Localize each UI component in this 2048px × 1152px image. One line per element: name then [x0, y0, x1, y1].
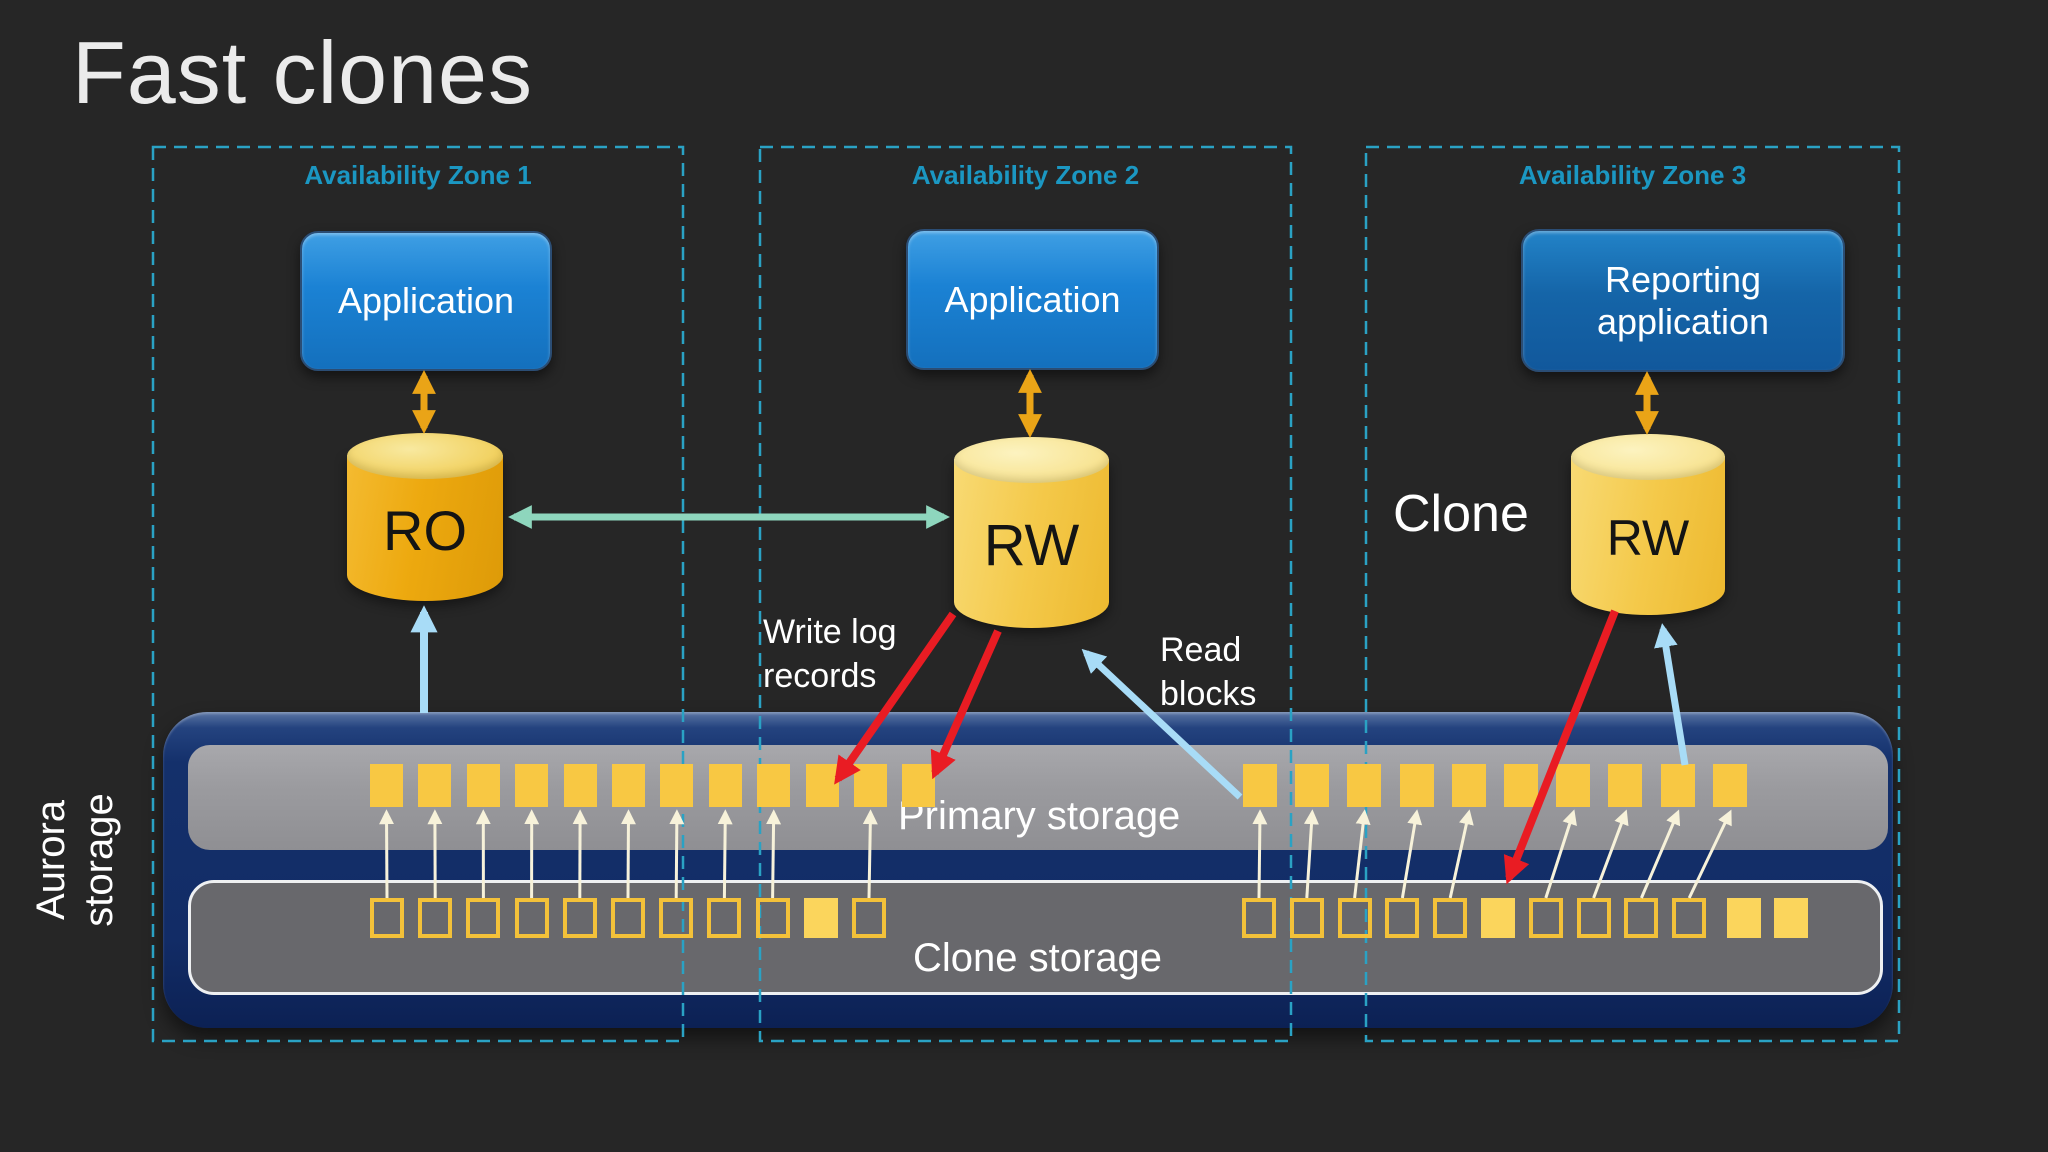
- database-cylinder-rw-clone: RW: [1571, 434, 1725, 615]
- read-blocks-label: Read blocks: [1160, 631, 1257, 714]
- cylinder-top: [954, 437, 1109, 483]
- cylinder-top: [347, 433, 503, 479]
- primary-block: [757, 764, 791, 807]
- reporting-application-box-az3-label: Reporting application: [1596, 259, 1770, 342]
- clone-block: [1727, 898, 1761, 938]
- aurora-storage-label-line2: storage: [77, 793, 121, 927]
- primary-block: [1556, 764, 1591, 807]
- zone-2-label: Availability Zone 2: [911, 160, 1140, 190]
- clone-label: Clone: [1393, 485, 1529, 543]
- primary-block: [708, 764, 742, 807]
- primary-block: [515, 764, 549, 807]
- application-box-az1: Application: [300, 231, 552, 371]
- primary-block: [1295, 764, 1330, 807]
- clone-block: [707, 898, 742, 938]
- clone-block: [562, 898, 597, 938]
- primary-block: [1608, 764, 1643, 807]
- cylinder-body: [1571, 456, 1725, 615]
- clone-block: [852, 898, 886, 938]
- primary-block: [1347, 764, 1382, 807]
- database-rw-primary-label: RW: [983, 513, 1080, 578]
- zone-3-label: Availability Zone 3: [1518, 160, 1747, 190]
- clone-block: [1672, 898, 1707, 938]
- page-title: Fast clones: [72, 23, 533, 122]
- clone-block: [1624, 898, 1659, 938]
- primary-block: [1660, 764, 1695, 807]
- primary-block: [563, 764, 597, 807]
- primary-storage-label: Primary storage: [898, 794, 1181, 838]
- database-cylinder-rw-primary: RW: [954, 437, 1109, 628]
- write-log-records-label: Write log records: [763, 613, 897, 696]
- clone-storage-label: Clone storage: [913, 936, 1163, 980]
- clone-block: [611, 898, 645, 938]
- primary-block: [466, 764, 500, 807]
- zone-1-label: Availability Zone 1: [304, 160, 532, 190]
- clone-block: [1433, 898, 1468, 938]
- clone-block: [418, 898, 453, 938]
- zone-2-border: [758, 145, 1293, 1043]
- aurora-storage-label: Aurora storage: [27, 710, 137, 1010]
- clone-block: [1337, 898, 1372, 938]
- clone-block: [1528, 898, 1563, 938]
- clone-block: [803, 898, 838, 938]
- primary-block: [1504, 764, 1538, 807]
- reporting-application-box-az3: Reporting application: [1521, 229, 1845, 372]
- application-box-az2: Application: [906, 229, 1159, 370]
- clone-block: [1289, 898, 1324, 938]
- primary-block: [854, 764, 887, 807]
- clone-block: [466, 898, 501, 938]
- primary-block: [660, 764, 694, 807]
- zone-1-border: [151, 145, 685, 1043]
- primary-block: [418, 764, 452, 807]
- application-box-az1-label: Application: [337, 280, 515, 322]
- clone-block: [1481, 898, 1515, 938]
- primary-block: [1243, 764, 1277, 807]
- cylinder-body: [347, 455, 503, 601]
- application-box-az2-label: Application: [944, 278, 1121, 320]
- primary-block: [1451, 764, 1486, 807]
- cylinder-top: [1571, 434, 1725, 480]
- zone-3-border: [1364, 145, 1901, 1043]
- primary-block: [370, 764, 403, 807]
- clone-block: [1242, 898, 1276, 938]
- database-ro-label: RO: [383, 498, 467, 562]
- aurora-storage-label-line1: Aurora: [29, 799, 73, 921]
- clone-block: [755, 898, 790, 938]
- database-rw-clone-label: RW: [1606, 509, 1690, 566]
- primary-block: [902, 764, 936, 807]
- clone-block: [1576, 898, 1611, 938]
- database-cylinder-ro: RO: [347, 433, 503, 601]
- cylinder-body: [954, 459, 1109, 628]
- primary-block: [1712, 764, 1747, 807]
- primary-block: [805, 764, 839, 807]
- primary-block: [1399, 764, 1434, 807]
- primary-block: [612, 764, 645, 807]
- clone-block: [1773, 898, 1808, 938]
- clone-block: [370, 898, 404, 938]
- clone-block: [514, 898, 549, 938]
- clone-block: [659, 898, 694, 938]
- clone-block: [1385, 898, 1420, 938]
